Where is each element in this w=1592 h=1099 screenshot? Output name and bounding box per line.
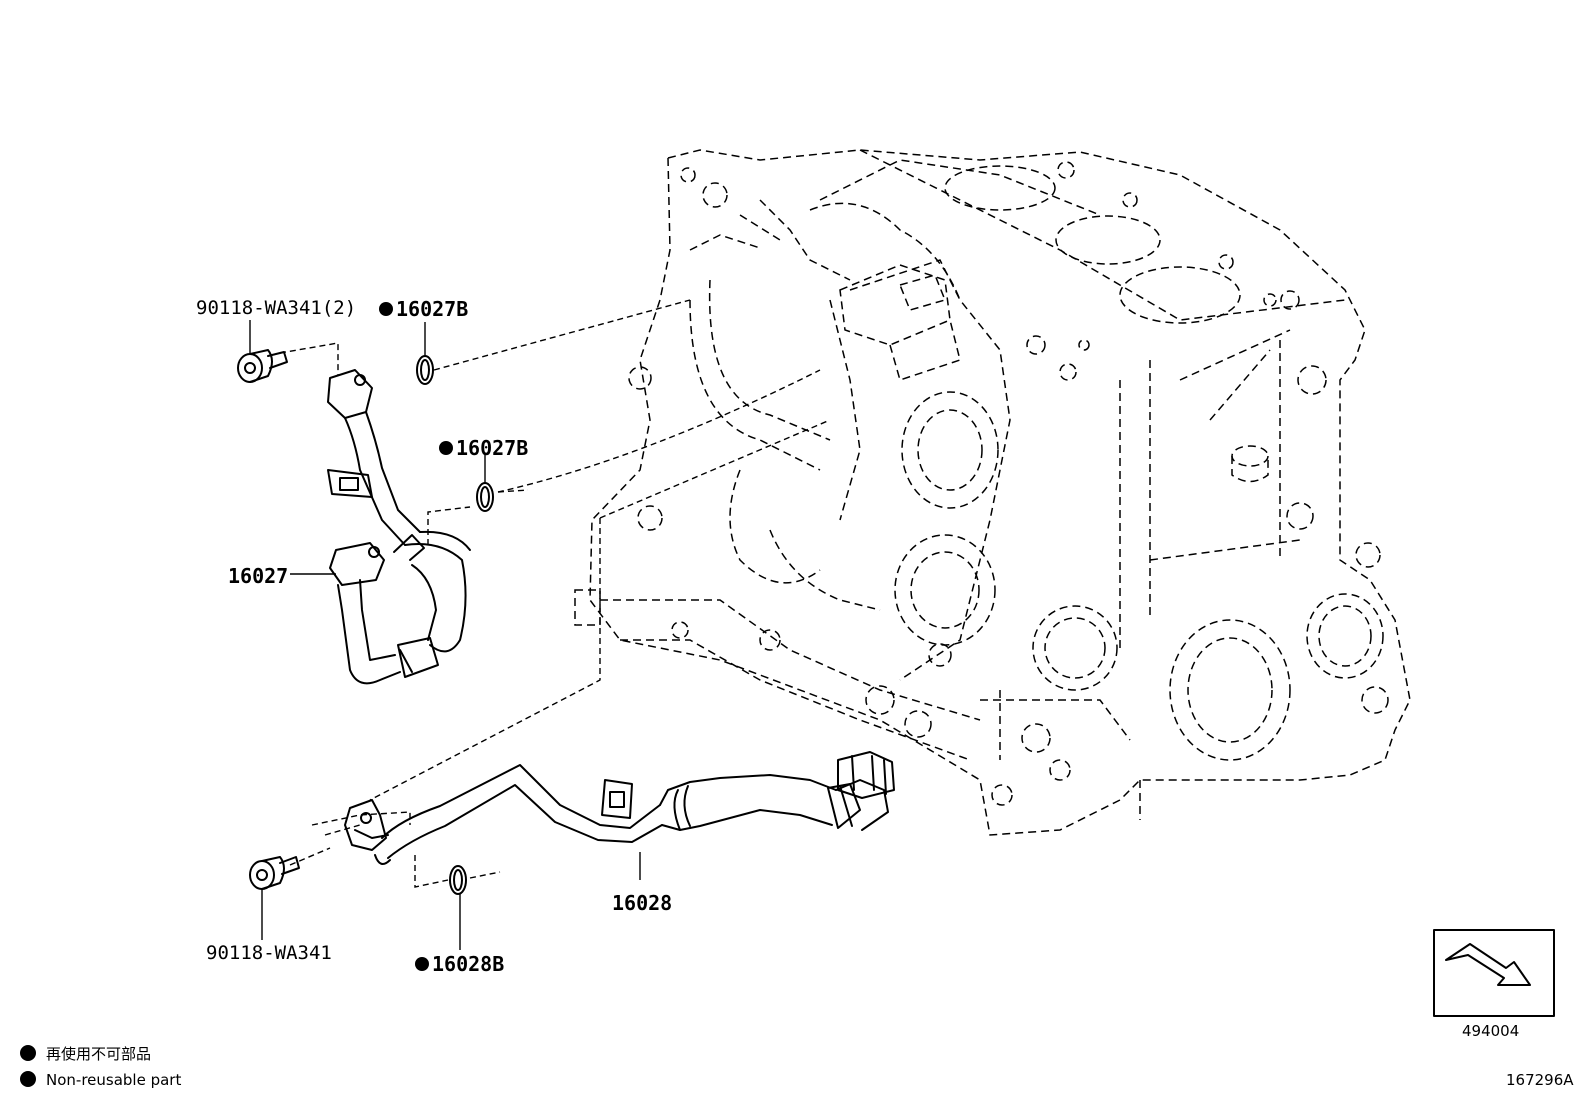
non-reusable-dot-top	[379, 302, 393, 316]
legend-dot-jp	[20, 1045, 36, 1061]
legend-jp-text: 再使用不可部品	[46, 1045, 151, 1063]
legend-dot-en	[20, 1071, 36, 1087]
label-gasket-bottom: 16028B	[432, 952, 504, 976]
legend-en-text: Non-reusable part	[46, 1071, 181, 1089]
label-gasket-mid: 16027B	[456, 436, 528, 460]
gasket-top	[416, 355, 434, 385]
reference-view-box: 494004	[1433, 929, 1555, 1040]
leader-lines	[279, 299, 831, 888]
label-pipe-upper: 16027	[228, 564, 288, 588]
label-gasket-top: 16027B	[396, 297, 468, 321]
bolt-top	[237, 349, 288, 383]
label-leaders	[249, 320, 641, 950]
label-bolt-top: 90118-WA341(2)	[196, 297, 356, 319]
label-bolt-bottom: 90118-WA341	[206, 942, 332, 964]
non-reusable-dot-mid	[439, 441, 453, 455]
bolt-bottom	[249, 856, 300, 890]
engine-block	[574, 149, 1411, 836]
non-reusable-dot-bottom	[415, 957, 429, 971]
label-pipe-lower: 16028	[612, 891, 672, 915]
pipe-16028	[344, 751, 895, 865]
pipe-16027	[327, 369, 471, 685]
gasket-bottom	[449, 865, 467, 895]
ref-number: 494004	[1462, 1022, 1519, 1040]
part-labels: 90118-WA341(2) 16027B 16027B 16027 16028…	[196, 297, 672, 976]
gasket-mid	[476, 482, 494, 512]
reference-arrow-icon	[1445, 943, 1531, 986]
figure-id: 167296A	[1506, 1071, 1574, 1089]
legend: 再使用不可部品 Non-reusable part	[20, 1045, 181, 1089]
